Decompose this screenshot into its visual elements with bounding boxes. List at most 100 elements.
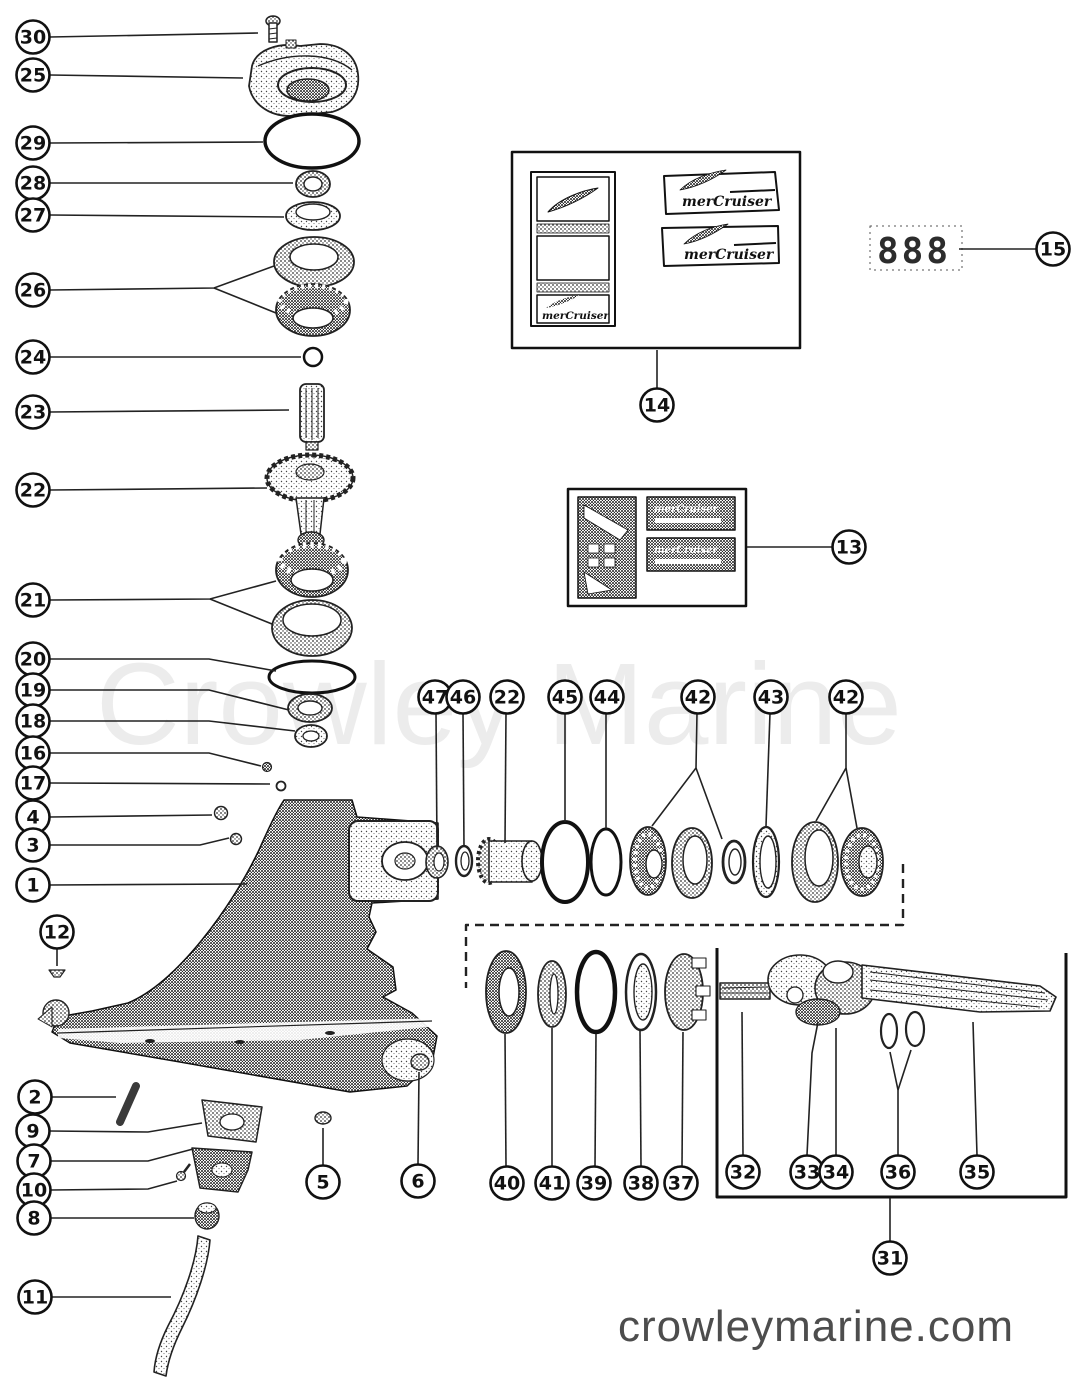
leader-line-23-0 [49,409,290,413]
callout-number-38: 38 [628,1173,654,1195]
screw-drawing [265,15,281,43]
callout-number-2: 2 [28,1087,41,1109]
leader-line-1-0 [49,883,248,886]
callout-number-6: 6 [411,1171,424,1193]
callout-circle-46 [445,679,481,715]
nut-6-drawing [410,1053,430,1071]
callout-4-15: 4 [15,799,51,835]
ball-16-drawing [261,761,273,773]
callout-44-31: 44 [589,679,625,715]
callout-circle-39 [576,1165,612,1201]
callout-38-38: 38 [623,1165,659,1201]
callout-number-32: 32 [730,1162,756,1184]
bracket-7-drawing [191,1147,253,1193]
callout-25-1: 25 [15,57,51,93]
callout-22-8: 22 [15,472,51,508]
callout-number-47: 47 [422,687,448,709]
oring-20-drawing [267,659,357,695]
callout-16-13: 16 [15,735,51,771]
shaft-23-drawing [299,383,325,451]
callout-number-7: 7 [27,1151,40,1173]
callout-circle-42 [828,679,864,715]
decal-brand-upper: merCruiser [682,194,773,210]
clip-12-drawing [48,969,66,978]
callout-19-11: 19 [15,672,51,708]
callout-number-34: 34 [823,1162,849,1184]
callout-circle-26 [15,272,51,308]
leader-line-37-0 [681,1031,684,1167]
callout-number-5: 5 [316,1172,329,1194]
plate-9-drawing [201,1099,263,1143]
callout-number-29: 29 [20,133,46,155]
oring-29-drawing [263,112,361,170]
callout-circle-1 [15,867,51,903]
callout-29-2: 29 [15,125,51,161]
callout-number-41: 41 [539,1173,565,1195]
callout-13-47: 13 [831,529,867,565]
callout-number-15: 15 [1040,239,1066,261]
callout-circle-35 [959,1154,995,1190]
callout-number-11: 11 [22,1287,48,1309]
leader-line-42-1 [845,767,858,829]
callout-number-44: 44 [594,687,620,709]
callout-1-17: 1 [15,867,51,903]
callout-circle-6 [400,1163,436,1199]
decal-numerals-15: 888 [869,225,963,272]
leader-line-29-0 [49,141,264,144]
callout-number-22: 22 [20,480,46,502]
callout-circle-38 [623,1165,659,1201]
decal-brand-small: merCruiser [542,310,610,322]
callout-number-14: 14 [644,395,670,417]
propshaft-assembly-box [715,948,1068,1199]
propshaft-assembly-drawing [719,954,1057,1050]
callout-26-5: 26 [15,272,51,308]
callout-number-36: 36 [885,1162,911,1184]
callout-6-26: 6 [400,1163,436,1199]
pin-2-drawing [116,1082,140,1126]
leader-line-25-0 [49,74,244,79]
callout-number-20: 20 [20,649,46,671]
callout-circle-32 [725,1154,761,1190]
leader-line-26-0 [49,265,275,291]
callout-42-34: 42 [828,679,864,715]
callout-circle-41 [534,1165,570,1201]
water-tube-11-drawing [153,1235,211,1377]
nut-3-drawing [229,832,243,846]
leader-line-33-0 [806,1021,819,1156]
leader-line-4-0 [49,814,213,818]
leader-line-27-0 [49,214,285,218]
grommet-8-drawing [194,1202,220,1230]
decal-sheet-14: merCruiser merCruiser merCruiser [510,150,802,350]
callout-28-3: 28 [15,165,51,201]
callout-12-18: 12 [39,914,75,950]
callout-number-9: 9 [26,1121,39,1143]
callout-circle-23 [15,394,51,430]
callout-number-13: 13 [836,537,862,559]
callout-number-39: 39 [581,1173,607,1195]
leader-line-10-0 [50,1180,178,1191]
callout-number-26: 26 [20,280,46,302]
callout-number-23: 23 [20,402,46,424]
callout-number-42: 42 [833,687,859,709]
callout-5-25: 5 [305,1164,341,1200]
washer-5-drawing [314,1111,332,1125]
callout-2-19: 2 [17,1079,53,1115]
callout-45-30: 45 [547,679,583,715]
callout-number-17: 17 [20,773,46,795]
callout-30-0: 30 [15,19,51,55]
callout-circle-40 [489,1165,525,1201]
callout-circle-34 [818,1154,854,1190]
callout-31-45: 31 [872,1240,908,1276]
callout-number-42: 42 [685,687,711,709]
callout-number-22: 22 [494,687,520,709]
callout-9-20: 9 [15,1113,51,1149]
callout-number-46: 46 [450,687,476,709]
callout-number-3: 3 [26,835,39,857]
callout-number-28: 28 [20,173,46,195]
callout-35-44: 35 [959,1154,995,1190]
callout-46-28: 46 [445,679,481,715]
callout-circle-37 [663,1165,699,1201]
callouts-layer: 3025292827262423222120191816174311229710… [15,19,1071,1315]
artwork-layer: merCruiser merCruiser merCruiser [37,15,1068,1377]
callout-number-30: 30 [20,27,46,49]
